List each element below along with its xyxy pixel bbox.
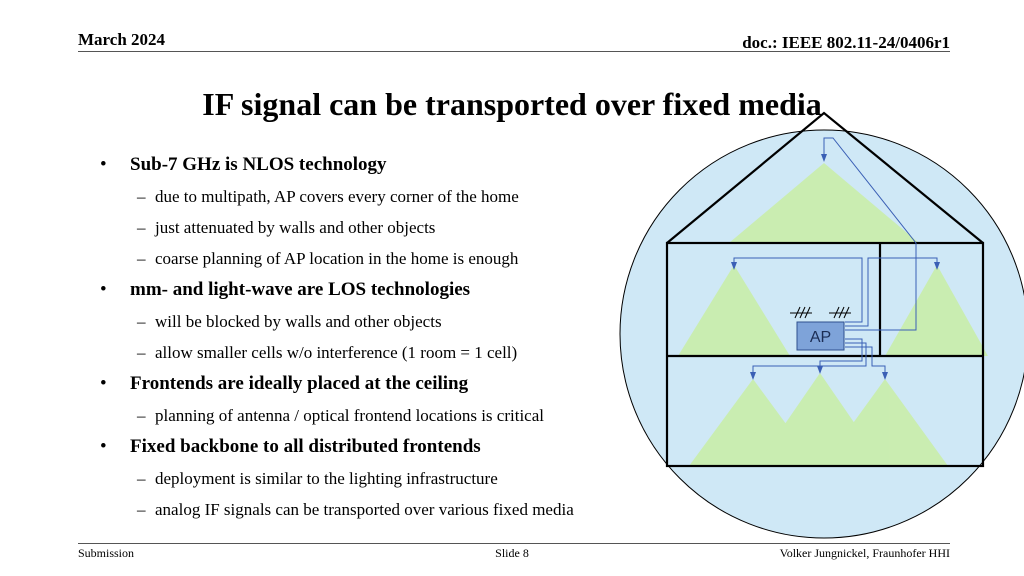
sub-bullet-text: deployment is similar to the lighting in… xyxy=(155,469,498,488)
bullet-dot: • xyxy=(100,154,107,175)
arrowhead xyxy=(750,372,756,380)
left-room-cone xyxy=(678,265,790,356)
sub-bullet-text: coarse planning of AP location in the ho… xyxy=(155,249,519,268)
sub-bullet-text: planning of antenna / optical frontend l… xyxy=(155,406,544,425)
sub-bullet-text: analog IF signals can be transported ove… xyxy=(155,500,574,519)
right-room-cone xyxy=(885,265,988,356)
arrowhead xyxy=(934,262,940,270)
sub-bullet-text: just attenuated by walls and other objec… xyxy=(155,218,436,237)
bullet-text: Sub-7 GHz is NLOS technology xyxy=(130,154,387,175)
sub-bullet-item: –planning of antenna / optical frontend … xyxy=(100,403,660,434)
cable-ground-right xyxy=(845,346,886,377)
header-date: March 2024 xyxy=(78,30,166,49)
dash-glyph: – xyxy=(137,312,146,331)
hatch-tick xyxy=(833,306,840,319)
cable-left-room xyxy=(733,257,863,323)
arrowhead xyxy=(731,262,737,270)
bullet-item: • mm- and light-wave are LOS technologies xyxy=(100,277,660,309)
header-divider xyxy=(78,51,950,52)
dash-glyph: – xyxy=(137,406,146,425)
bullet-dot: • xyxy=(100,436,107,457)
header-doc-id: doc.: IEEE 802.11-24/0406r1 xyxy=(742,33,950,52)
sub-bullet-item: –will be blocked by walls and other obje… xyxy=(100,309,660,340)
antenna-hatch-right xyxy=(829,306,851,319)
ground-cone-right xyxy=(822,379,948,466)
attic-cone xyxy=(729,163,919,243)
antenna-hatch-left xyxy=(790,306,812,319)
ap-label: AP xyxy=(810,329,831,346)
house-outline xyxy=(665,111,985,468)
bullet-text: Fixed backbone to all distributed fronte… xyxy=(130,436,481,457)
dash-glyph: – xyxy=(137,218,146,237)
slide-title: IF signal can be transported over fixed … xyxy=(202,86,822,122)
hatch-tick xyxy=(838,306,845,319)
arrowhead xyxy=(817,366,823,374)
bullet-dot: • xyxy=(100,279,107,300)
hatch-tick xyxy=(794,306,801,319)
sub-bullet-text: due to multipath, AP covers every corner… xyxy=(155,187,519,206)
bullet-item: • Fixed backbone to all distributed front… xyxy=(100,434,660,466)
bullet-item: • Sub-7 GHz is NLOS technology xyxy=(100,152,660,184)
ap-box xyxy=(796,321,845,351)
sub-bullet-item: –just attenuated by walls and other obje… xyxy=(100,215,660,246)
cable-ground-left xyxy=(752,342,867,377)
bullet-list: •Sub-7 GHz is NLOS technology –due to mu… xyxy=(100,152,660,528)
sub-bullet-item: –due to multipath, AP covers every corne… xyxy=(100,184,660,215)
house-walls xyxy=(665,241,985,468)
hatch-tick xyxy=(843,306,850,319)
home-network-diagram: AP xyxy=(619,111,1024,539)
footer-slide-number: Slide 8 xyxy=(495,546,529,560)
dash-glyph: – xyxy=(137,343,146,362)
bullet-text: Frontends are ideally placed at the ceil… xyxy=(130,373,469,394)
footer-submission: Submission xyxy=(78,546,135,560)
hatch-tick xyxy=(804,306,811,319)
bullet-item: • Frontends are ideally placed at the cei… xyxy=(100,371,660,403)
cable-right-room xyxy=(845,257,938,327)
footer-divider xyxy=(78,543,950,544)
arrowheads xyxy=(731,154,940,380)
bullet-dot: • xyxy=(100,373,107,394)
dash-glyph: – xyxy=(137,187,146,206)
sub-bullet-item: –coarse planning of AP location in the h… xyxy=(100,246,660,277)
sub-bullet-item: –deployment is similar to the lighting i… xyxy=(100,466,660,497)
arrowhead xyxy=(821,154,827,162)
dash-glyph: – xyxy=(137,249,146,268)
arrowhead xyxy=(882,372,888,380)
cable-attic xyxy=(823,137,917,331)
roof xyxy=(666,111,984,244)
dash-glyph: – xyxy=(137,469,146,488)
cable-ground-center xyxy=(819,338,863,371)
backbone-cables xyxy=(733,137,938,377)
coverage-cones xyxy=(678,163,988,466)
dash-glyph: – xyxy=(137,500,146,519)
sub-bullet-text: allow smaller cells w/o interference (1 … xyxy=(155,343,518,362)
footer-author: Volker Jungnickel, Fraunhofer HHI xyxy=(779,546,950,560)
bullet-text: mm- and light-wave are LOS technologies xyxy=(130,279,471,300)
sub-bullet-item: –allow smaller cells w/o interference (1… xyxy=(100,340,660,371)
sub-bullet-text: will be blocked by walls and other objec… xyxy=(155,312,442,331)
sub-bullet-item: –analog IF signals can be transported ov… xyxy=(100,497,660,528)
hatch-tick xyxy=(799,306,806,319)
